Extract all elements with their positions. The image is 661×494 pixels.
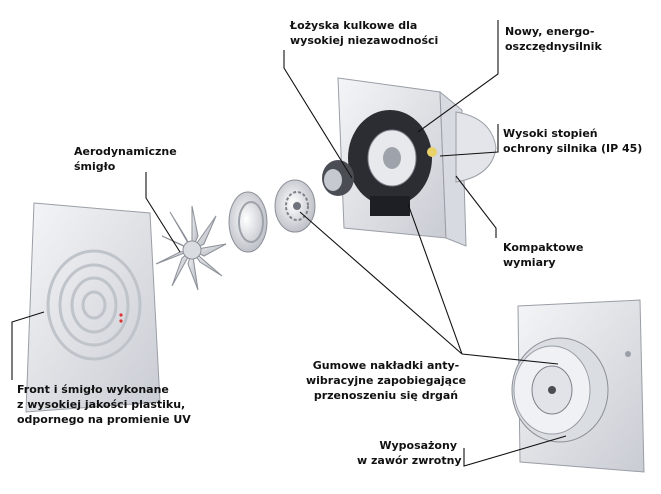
assembled-fan xyxy=(511,299,645,473)
label-bearings: Łożyska kulkowe dla wysokiej niezawodnoś… xyxy=(290,19,439,47)
label-front: Front i śmigło wykonane z wysokiej jakoś… xyxy=(17,383,191,426)
leader-rubber-3 xyxy=(461,353,559,365)
leader-ip xyxy=(439,124,499,157)
leader-aero xyxy=(145,172,181,253)
leader-valve xyxy=(463,435,567,467)
label-compact: Kompaktowe wymiary xyxy=(503,241,584,269)
leader-rubber-2 xyxy=(407,203,463,355)
vented-disc xyxy=(274,179,316,233)
leader-bearings xyxy=(283,50,353,179)
label-motor: Nowy, energo- oszczędnysilnik xyxy=(505,25,602,53)
leader-front xyxy=(11,311,45,380)
label-rubber: Gumowe nakładki anty- wibracyjne zapobie… xyxy=(306,359,467,402)
motor-assembly xyxy=(322,77,497,247)
label-aero: Aerodynamiczne śmigło xyxy=(74,145,177,173)
leader-motor xyxy=(417,20,499,133)
label-valve: Wyposażony w zawór zwrotny xyxy=(357,439,462,467)
label-ip: Wysoki stopień ochrony silnika (IP 45) xyxy=(503,127,643,155)
propeller xyxy=(155,205,227,291)
leader-rubber-1 xyxy=(299,211,463,355)
leader-lines xyxy=(11,20,567,467)
impeller-disc xyxy=(228,191,268,253)
leader-compact xyxy=(455,175,497,238)
front-panel xyxy=(25,202,161,413)
